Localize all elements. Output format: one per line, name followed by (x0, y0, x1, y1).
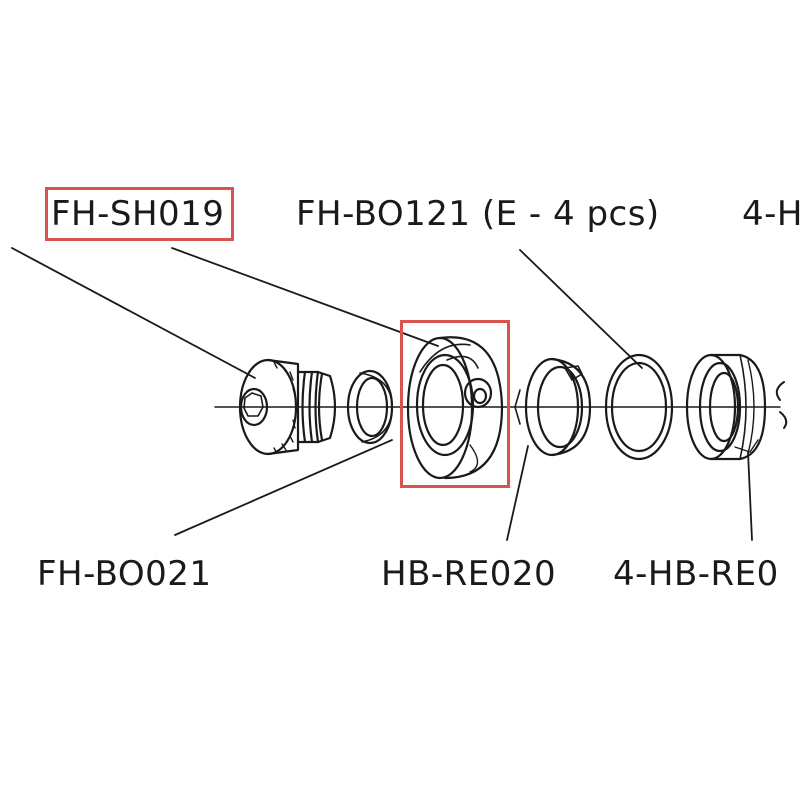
label-fh-bo021: FH-BO021 (37, 554, 212, 594)
leader-4-hb-re0 (747, 451, 753, 541)
leader-fh-sh019-to-shell (171, 247, 439, 347)
leader-fh-bo121 (519, 249, 643, 369)
end-cap-part (685, 353, 767, 461)
highlight-box-label (45, 187, 234, 241)
leader-hb-re020 (506, 445, 529, 541)
retaining-ring-part (514, 357, 592, 457)
small-oring-part (346, 369, 394, 445)
label-fh-sh019: FH-SH019 (51, 194, 225, 234)
label-4-hb-top: 4-H (742, 194, 800, 234)
leader-fh-sh019-to-bolt (11, 247, 256, 379)
label-hb-re020: HB-RE020 (381, 554, 557, 594)
large-ring-part (604, 353, 674, 461)
label-4-hb-re0: 4-HB-RE0 (613, 554, 779, 594)
freehub-shell-part (406, 336, 504, 480)
partial-next-part (775, 381, 788, 429)
label-fh-bo121: FH-BO121 (E - 4 pcs) (296, 194, 660, 234)
axle-bolt-part (238, 358, 337, 456)
leader-fh-bo021 (174, 439, 393, 536)
highlight-box-part (400, 320, 510, 488)
